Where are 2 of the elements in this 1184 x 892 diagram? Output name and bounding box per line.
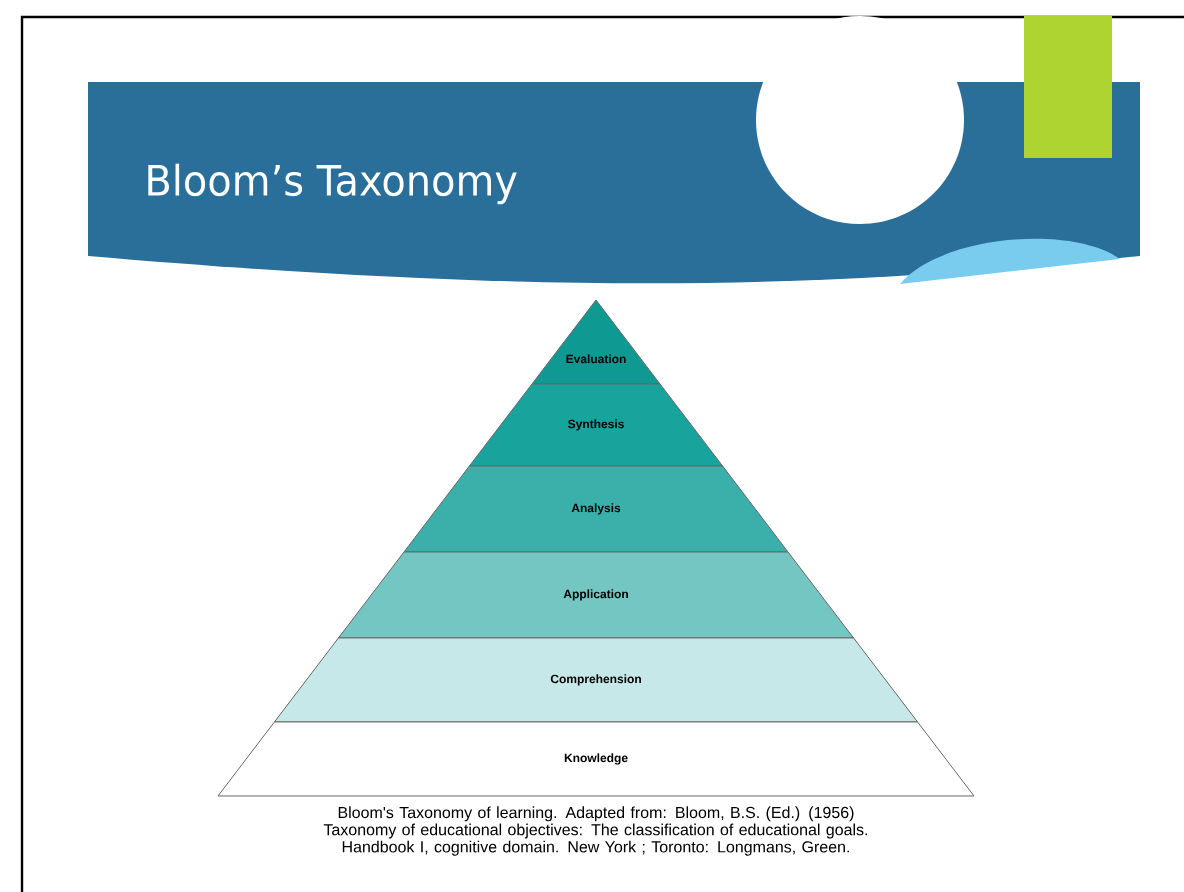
- caption: Bloom's Taxonomy of learning. Adapted from: Bloom, B.S. (Ed.) (1956) Taxonomy of educational objectives: The classification of educational goals. Handbook I, cognitive domain. New York ; Toronto: Longmans, Green.: [323, 806, 868, 856]
- slide-title: Bloom’s Taxonomy: [148, 163, 517, 205]
